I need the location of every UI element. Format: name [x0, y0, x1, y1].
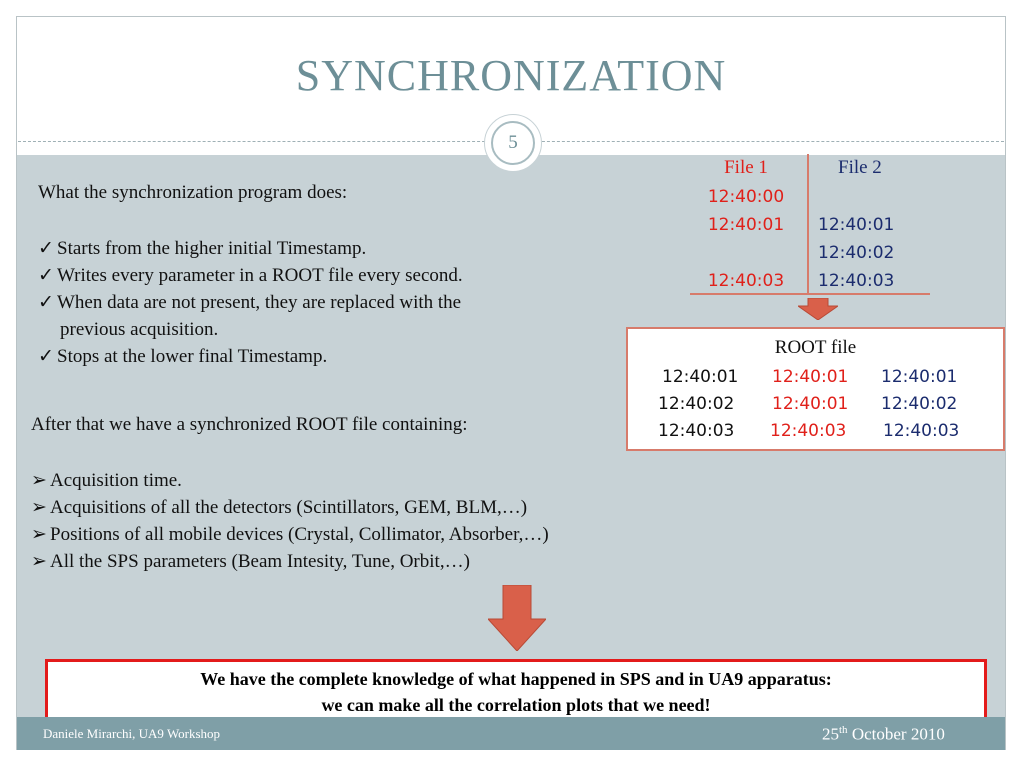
footer-date: 25th October 2010 — [822, 724, 945, 744]
root-file-title: ROOT file — [774, 337, 857, 358]
program-steps-list: ✓Starts from the higher initial Timestam… — [38, 235, 463, 370]
footer-author: Daniele Mirarchi, UA9 Workshop — [43, 726, 221, 741]
footer-bar — [17, 717, 1005, 750]
list-item: ➢Acquisitions of all the detectors (Scin… — [31, 494, 549, 521]
list-item: ✓Starts from the higher initial Timestam… — [38, 235, 463, 262]
check-icon: ✓ — [38, 292, 54, 313]
slide-number: 5 — [491, 121, 535, 165]
list-item-continuation: previous acquisition. — [60, 319, 219, 340]
table-divider-horizontal — [690, 293, 930, 295]
file2-cell: 12:40:03 — [818, 271, 895, 291]
check-icon: ✓ — [38, 238, 54, 259]
check-icon: ✓ — [38, 346, 54, 367]
root-file-box: ROOT file 12:40:01 12:40:01 12:40:01 12:… — [626, 327, 1005, 451]
file1-header: File 1 — [724, 157, 768, 178]
list-item: ✓Stops at the lower final Timestamp. — [38, 343, 463, 370]
list-item: ➢Positions of all mobile devices (Crysta… — [31, 521, 549, 548]
list-item: ➢Acquisition time. — [31, 467, 549, 494]
file1-cell: 12:40:01 — [707, 215, 785, 235]
files-table: File 1 File 2 12:40:00 12:40:01 12:40:03… — [690, 154, 930, 295]
contents-list: ➢Acquisition time. ➢Acquisitions of all … — [31, 467, 549, 575]
list-item: ✓When data are not present, they are rep… — [38, 289, 463, 316]
conclusion-line: we can make all the correlation plots th… — [321, 695, 711, 715]
list-item: ✓Writes every parameter in a ROOT file e… — [38, 262, 463, 289]
table-divider-vertical — [807, 154, 809, 293]
slide-title: SYNCHRONIZATION — [295, 51, 727, 100]
list-item: ➢All the SPS parameters (Beam Intesity, … — [31, 548, 549, 575]
file2-cell: 12:40:01 — [818, 215, 895, 235]
after-text: After that we have a synchronized ROOT f… — [31, 414, 468, 435]
arrow-bullet-icon: ➢ — [31, 497, 47, 518]
intro-text: What the synchronization program does: — [38, 182, 348, 203]
conclusion-line: We have the complete knowledge of what h… — [200, 669, 832, 689]
file2-header: File 2 — [838, 157, 882, 178]
arrow-bullet-icon: ➢ — [31, 470, 47, 491]
file1-cell: 12:40:00 — [707, 187, 785, 207]
down-arrow-large-icon — [488, 585, 546, 651]
down-arrow-icon — [798, 298, 838, 320]
check-icon: ✓ — [38, 265, 54, 286]
file1-cell: 12:40:03 — [707, 271, 785, 291]
arrow-bullet-icon: ➢ — [31, 551, 47, 572]
conclusion-box: We have the complete knowledge of what h… — [45, 659, 987, 723]
arrow-bullet-icon: ➢ — [31, 524, 47, 545]
file2-cell: 12:40:02 — [818, 243, 895, 263]
